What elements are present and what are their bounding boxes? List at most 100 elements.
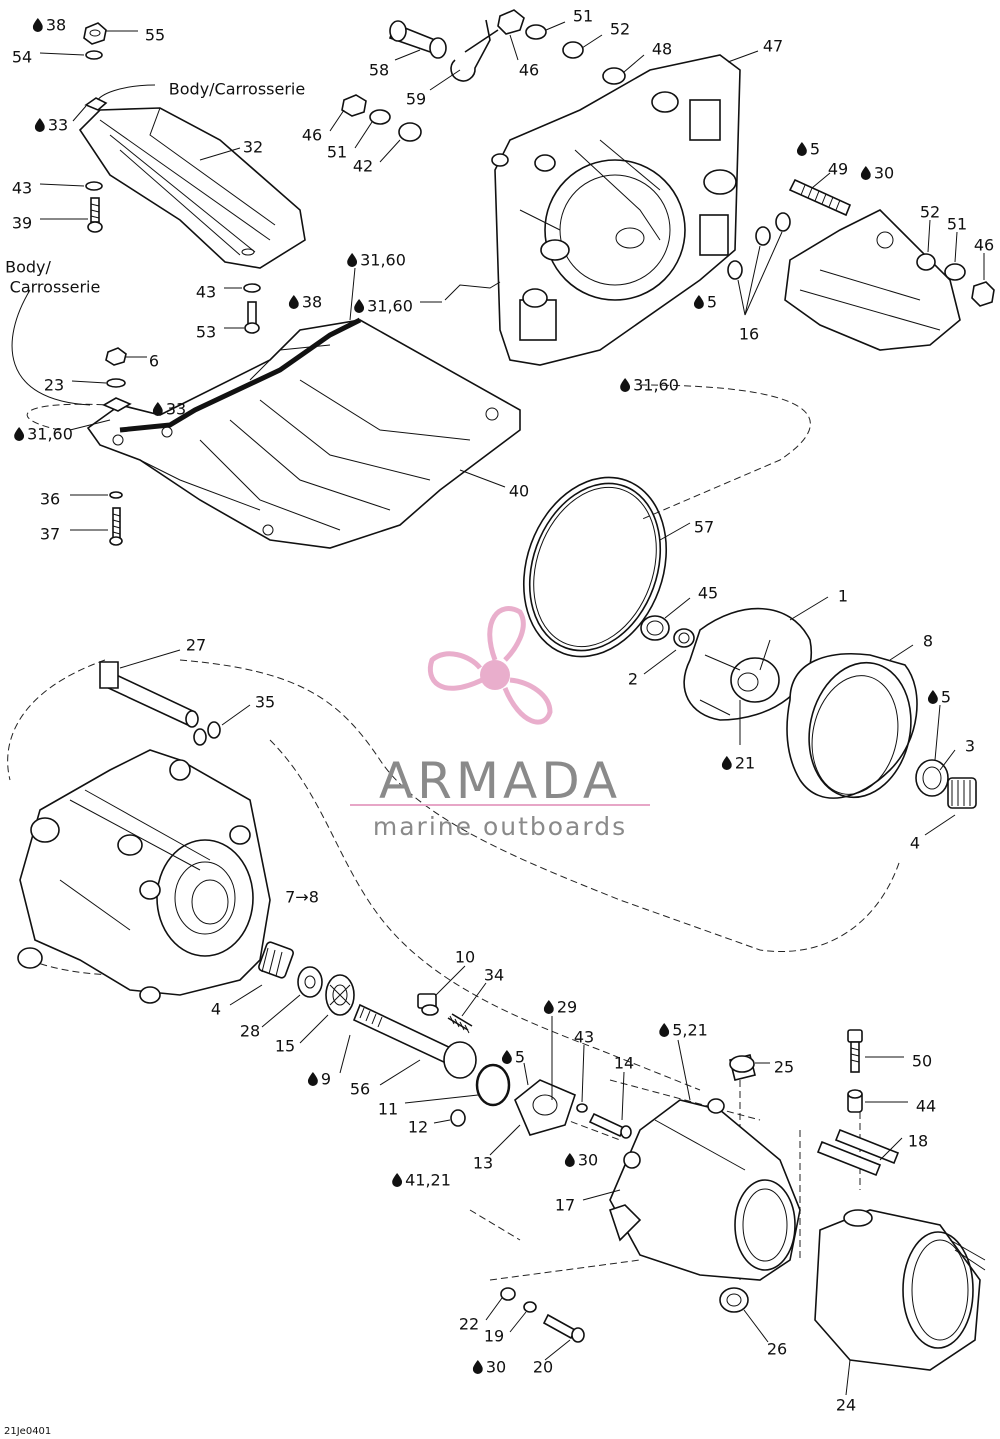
- armada-logo-icon: [427, 606, 553, 725]
- callout-41-21: 41,21: [392, 1171, 451, 1190]
- hose-clip: [444, 281, 501, 301]
- svg-text:24: 24: [836, 1396, 856, 1415]
- svg-text:49: 49: [828, 160, 848, 179]
- washer-33a: [84, 97, 108, 111]
- housing-47: [491, 54, 741, 366]
- callout-4: 4: [211, 1000, 221, 1019]
- svg-text:11: 11: [378, 1100, 398, 1119]
- grommet-26: [719, 1287, 749, 1313]
- drop-icon: [659, 1023, 670, 1037]
- spring-34: [447, 1013, 473, 1034]
- impeller-1: [683, 607, 813, 721]
- callout-51: 51: [947, 215, 967, 234]
- svg-text:29: 29: [557, 998, 577, 1017]
- callout-47: 47: [763, 37, 783, 56]
- callout-5: 5: [927, 688, 951, 707]
- callout-22: 22: [459, 1315, 479, 1334]
- callout-48: 48: [652, 40, 672, 59]
- callout-10: 10: [455, 948, 475, 967]
- svg-text:31,60: 31,60: [633, 376, 679, 395]
- svg-text:38: 38: [46, 16, 66, 35]
- nut-46b: [341, 94, 367, 117]
- callout-43: 43: [196, 283, 216, 302]
- callout-6: 6: [149, 352, 159, 371]
- callout-32: 32: [243, 138, 263, 157]
- drop-icon: [34, 118, 45, 132]
- callout-46: 46: [302, 126, 322, 145]
- svg-text:5,21: 5,21: [672, 1021, 708, 1040]
- drop-icon: [347, 253, 358, 267]
- callout-59: 59: [406, 90, 426, 109]
- spacer-2: [673, 628, 695, 648]
- svg-text:5: 5: [707, 293, 717, 312]
- tube-58: [388, 20, 447, 59]
- callout-40: 40: [509, 482, 529, 501]
- callout-30: 30: [564, 1151, 598, 1170]
- washer-48: [602, 67, 626, 85]
- screw-39: [87, 197, 103, 233]
- cap-13: [514, 1079, 576, 1136]
- callout-21: 21: [721, 754, 755, 773]
- callout-39: 39: [12, 214, 32, 233]
- callout-33: 33: [152, 400, 186, 419]
- svg-text:39: 39: [12, 214, 32, 233]
- callout-52: 52: [920, 203, 940, 222]
- callout-labels: 385554Body/Carrosserie33324339Body/Carro…: [5, 7, 994, 1415]
- callout-34: 34: [484, 966, 504, 985]
- washer-43b: [243, 283, 261, 293]
- pump-housing: [17, 749, 271, 1004]
- svg-text:36: 36: [40, 490, 60, 509]
- callout-28: 28: [240, 1022, 260, 1041]
- svg-text:3: 3: [965, 737, 975, 756]
- washer-43c: [576, 1103, 588, 1113]
- callout-1: 1: [838, 587, 848, 606]
- screw-37: [109, 507, 123, 546]
- svg-text:23: 23: [44, 376, 64, 395]
- callout-9: 9: [307, 1070, 331, 1089]
- nut-46c: [971, 281, 995, 307]
- washer-19: [523, 1301, 537, 1313]
- callout-49: 49: [828, 160, 848, 179]
- bracket-right: [784, 209, 961, 351]
- svg-text:6: 6: [149, 352, 159, 371]
- callout-Carrosserie: Carrosserie: [10, 278, 101, 297]
- nut-6: [105, 347, 127, 366]
- callout-56: 56: [350, 1080, 370, 1099]
- svg-text:32: 32: [243, 138, 263, 157]
- drop-icon: [307, 1072, 318, 1086]
- svg-text:54: 54: [12, 48, 32, 67]
- svg-text:9: 9: [321, 1070, 331, 1089]
- callout-38: 38: [288, 293, 322, 312]
- callout-30: 30: [860, 164, 894, 183]
- washer-43a: [85, 181, 103, 191]
- leader-lines: [11, 21, 985, 1396]
- svg-text:4: 4: [910, 834, 920, 853]
- shaft-56: [352, 1003, 477, 1079]
- ring-57: [522, 476, 668, 658]
- svg-text:19: 19: [484, 1327, 504, 1346]
- callout-33: 33: [34, 116, 68, 135]
- drop-icon: [620, 378, 631, 392]
- callout-31-60: 31,60: [620, 376, 679, 395]
- svg-text:2: 2: [628, 670, 638, 689]
- callout-5: 5: [796, 140, 820, 159]
- callout-44: 44: [916, 1097, 936, 1116]
- svg-text:52: 52: [610, 20, 630, 39]
- callout-37: 37: [40, 525, 60, 544]
- callout-27: 27: [186, 636, 206, 655]
- svg-text:5: 5: [515, 1048, 525, 1067]
- stud-49: [788, 178, 852, 217]
- drop-icon: [152, 402, 163, 416]
- svg-text:5: 5: [941, 688, 951, 707]
- plug-12: [450, 1109, 466, 1127]
- svg-text:5: 5: [810, 140, 820, 159]
- svg-text:31,60: 31,60: [367, 297, 413, 316]
- svg-text:16: 16: [739, 325, 759, 344]
- bushing-44: [847, 1089, 863, 1113]
- drop-icon: [14, 427, 25, 441]
- svg-text:50: 50: [912, 1052, 932, 1071]
- drop-icon: [354, 299, 365, 313]
- callout-20: 20: [533, 1358, 553, 1377]
- bearing-4a: [947, 777, 977, 809]
- svg-text:57: 57: [694, 518, 714, 537]
